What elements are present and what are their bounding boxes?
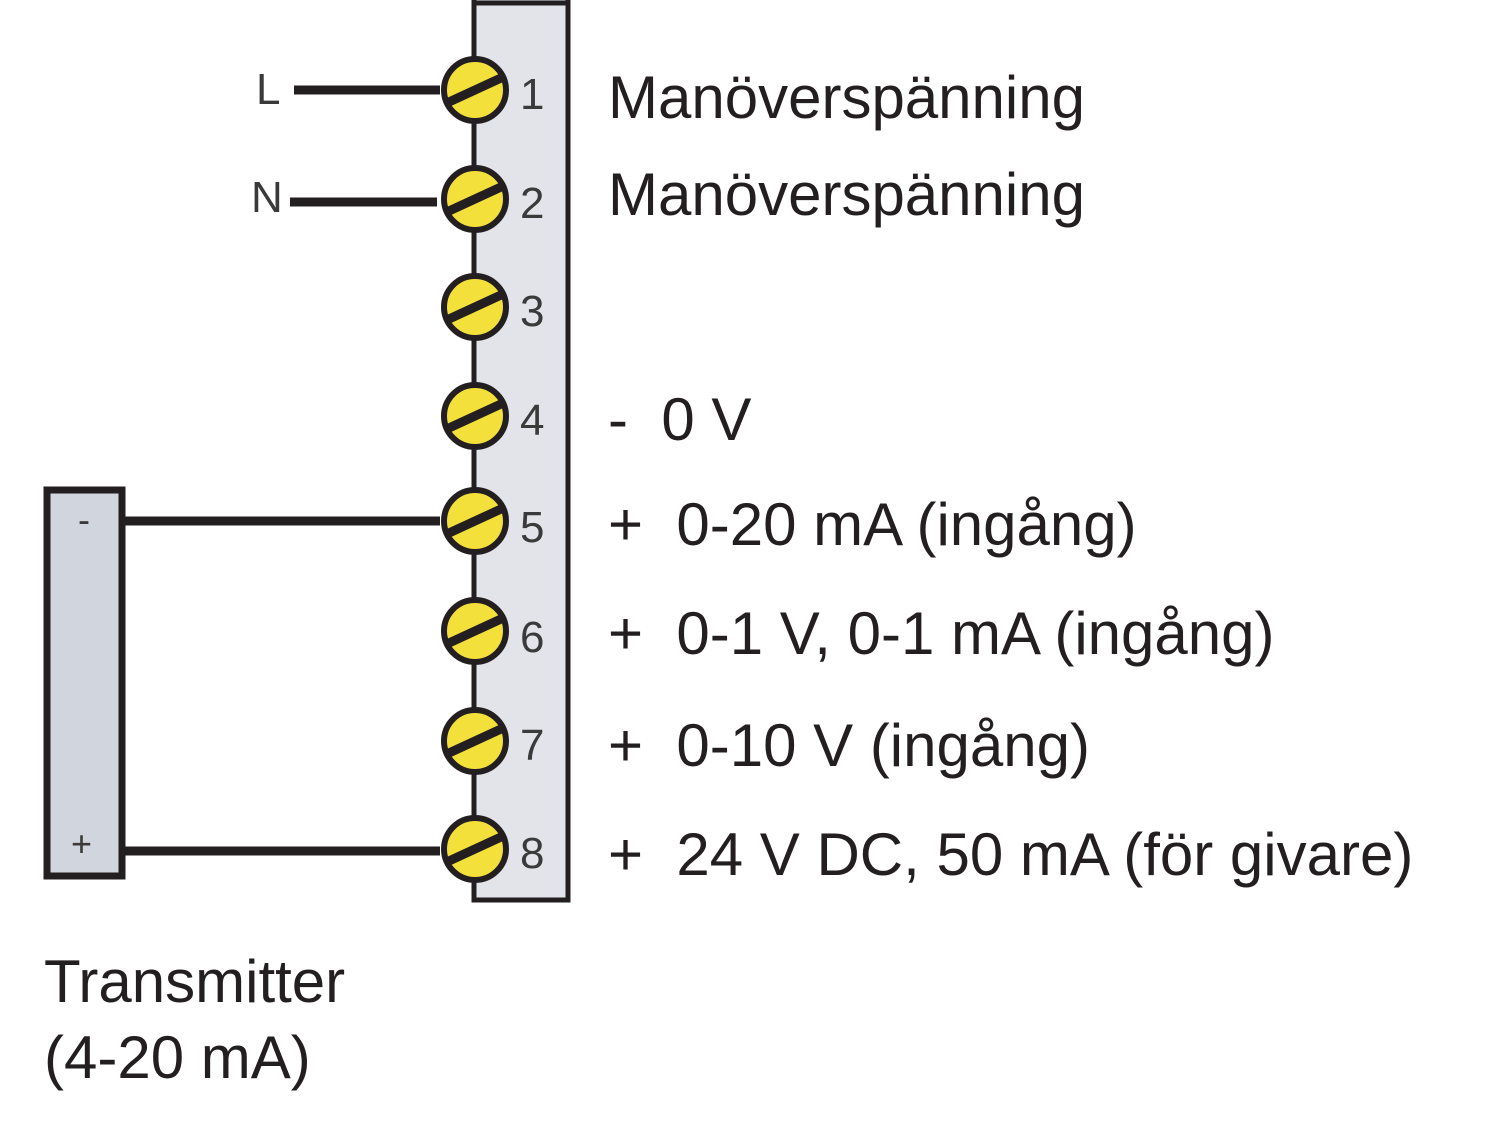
terminal-4: 4 - 0 V [441, 382, 751, 453]
wire-label-N: N [251, 173, 283, 222]
screw-terminal-icon [441, 815, 509, 883]
terminal-5: 5 + 0-20 mA (ingång) [441, 487, 1137, 558]
terminal-number: 7 [520, 721, 544, 770]
terminal-label: + 24 V DC, 50 mA (för givare) [608, 821, 1413, 888]
terminal-7: 7 + 0-10 V (ingång) [441, 707, 1090, 779]
screw-terminal-icon [441, 597, 509, 665]
terminal-number: 6 [520, 613, 544, 662]
terminal-3: 3 [441, 273, 544, 341]
terminal-number: 4 [520, 396, 544, 445]
transmitter-minus-sign: - [78, 499, 90, 540]
screw-terminal-icon [441, 165, 509, 233]
terminal-number: 2 [520, 179, 544, 228]
terminal-8: 8 + 24 V DC, 50 mA (för givare) [441, 815, 1413, 888]
screw-terminal-icon [441, 707, 509, 775]
screw-terminal-icon [441, 56, 509, 124]
screw-terminal-icon [441, 382, 509, 450]
wire-label-L: L [256, 65, 280, 114]
screw-terminal-icon [441, 273, 509, 341]
terminal-label: + 0-1 V, 0-1 mA (ingång) [608, 600, 1275, 667]
terminal-number: 8 [520, 829, 544, 878]
terminal-6: 6 + 0-1 V, 0-1 mA (ingång) [441, 597, 1275, 667]
transmitter-box [43, 486, 126, 880]
terminal-label: Manöverspänning [608, 161, 1085, 228]
terminal-label: Manöverspänning [608, 64, 1085, 131]
terminal-1: 1 Manöverspänning [441, 56, 1085, 131]
terminal-2: 2 Manöverspänning [441, 161, 1085, 233]
terminal-label: + 0-10 V (ingång) [608, 712, 1090, 779]
screw-terminal-icon [441, 487, 509, 555]
terminal-label: + 0-20 mA (ingång) [608, 491, 1137, 558]
terminal-number: 1 [520, 70, 544, 119]
transmitter-plus-sign: + [71, 823, 92, 864]
transmitter-caption-range: (4-20 mA) [44, 1024, 311, 1091]
terminal-number: 5 [520, 503, 544, 552]
terminal-strip [471, 0, 571, 903]
terminal-number: 3 [520, 287, 544, 336]
transmitter-caption: Transmitter [44, 948, 345, 1015]
terminal-label: - 0 V [608, 386, 751, 453]
